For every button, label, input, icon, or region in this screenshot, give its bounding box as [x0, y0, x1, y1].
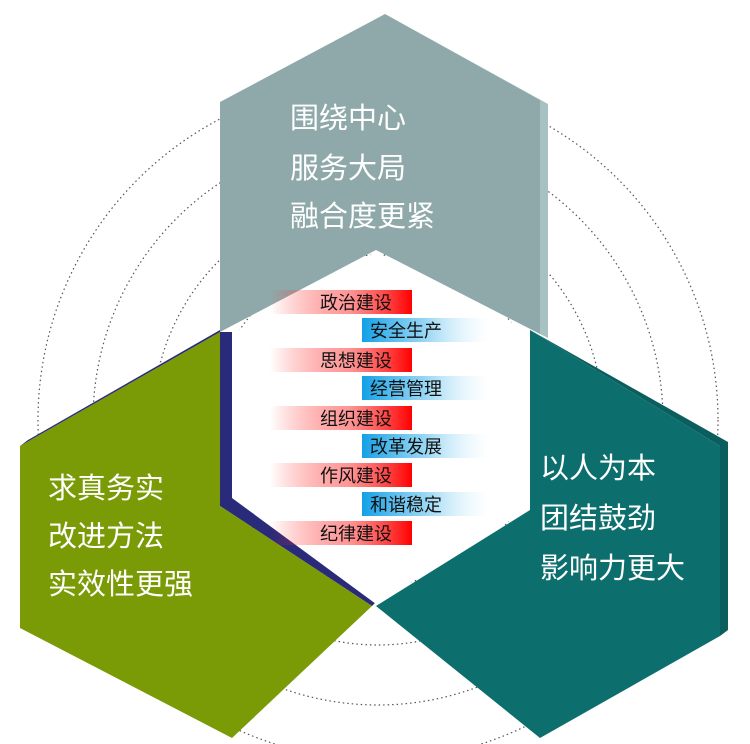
- red-item-3: 组织建设: [320, 409, 392, 430]
- right-block: 以人为本 团结鼓劲 影响力更大: [376, 330, 728, 738]
- top-line-2: 服务大局: [290, 151, 406, 185]
- right-line-1: 以人为本: [540, 451, 656, 485]
- center-red-items: 政治建设 思想建设 组织建设 作风建设 纪律建设: [270, 290, 412, 545]
- ring: [37, 79, 719, 744]
- red-item-2: 思想建设: [320, 351, 392, 372]
- blue-bar: [362, 434, 490, 458]
- red-bar: [270, 290, 412, 314]
- red-bar: [270, 406, 412, 430]
- blue-item-3: 改革发展: [370, 437, 442, 458]
- red-item-1: 政治建设: [320, 293, 392, 314]
- red-bar: [270, 463, 412, 487]
- top-line-1: 围绕中心: [290, 101, 406, 135]
- red-item-5: 纪律建设: [320, 524, 392, 545]
- left-line-1: 求真务实: [48, 471, 164, 505]
- blue-item-2: 经营管理: [370, 379, 442, 400]
- red-item-4: 作风建设: [320, 466, 392, 487]
- left-line-3: 实效性更强: [48, 567, 193, 601]
- red-bar: [270, 348, 412, 372]
- center-blue-items: 安全生产 经营管理 改革发展 和谐稳定: [362, 318, 490, 516]
- left-block: 求真务实 改进方法 实效性更强: [20, 330, 382, 738]
- right-line-2: 团结鼓劲: [540, 501, 656, 535]
- red-bar: [270, 521, 412, 545]
- blue-bar: [362, 376, 490, 400]
- right-line-3: 影响力更大: [540, 551, 685, 585]
- blue-item-4: 和谐稳定: [370, 495, 442, 516]
- left-line-2: 改进方法: [48, 519, 164, 553]
- blue-item-1: 安全生产: [370, 321, 442, 342]
- blue-bar: [362, 318, 490, 342]
- blue-bar: [362, 492, 490, 516]
- top-line-3: 融合度更紧: [290, 199, 435, 233]
- top-block: 围绕中心 服务大局 融合度更紧: [220, 14, 548, 338]
